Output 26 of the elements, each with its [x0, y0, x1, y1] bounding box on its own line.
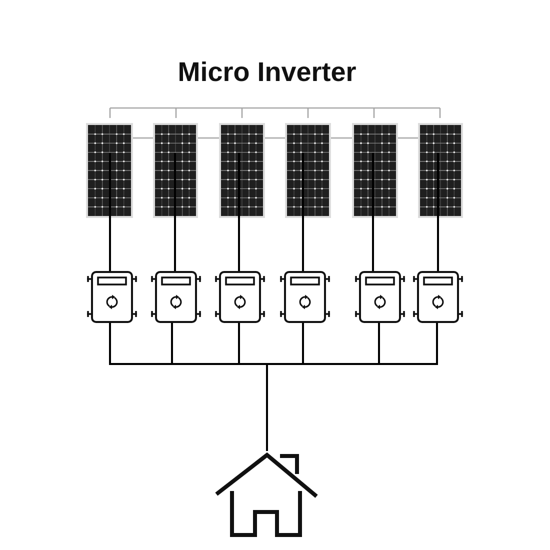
solar-panel	[352, 123, 398, 218]
wire	[238, 218, 240, 271]
wire	[437, 218, 439, 271]
micro-inverter	[412, 271, 464, 323]
solar-panel	[86, 123, 133, 218]
house-icon	[215, 451, 318, 538]
solar-panel	[418, 123, 463, 218]
wire	[109, 218, 111, 271]
wire	[133, 137, 153, 139]
wire	[398, 137, 418, 139]
wire	[174, 218, 176, 271]
micro-inverter	[86, 271, 138, 323]
solar-panel	[219, 123, 265, 218]
wire	[372, 218, 374, 271]
wire	[302, 218, 304, 271]
micro-inverter	[279, 271, 331, 323]
solar-panel	[153, 123, 198, 218]
title: Micro Inverter	[178, 56, 356, 88]
wire	[198, 137, 219, 139]
wire	[265, 137, 285, 139]
micro-inverter	[150, 271, 202, 323]
wire	[266, 323, 438, 451]
wire	[331, 137, 352, 139]
micro-inverter	[354, 271, 406, 323]
solar-panel	[285, 123, 331, 218]
micro-inverter	[214, 271, 266, 323]
